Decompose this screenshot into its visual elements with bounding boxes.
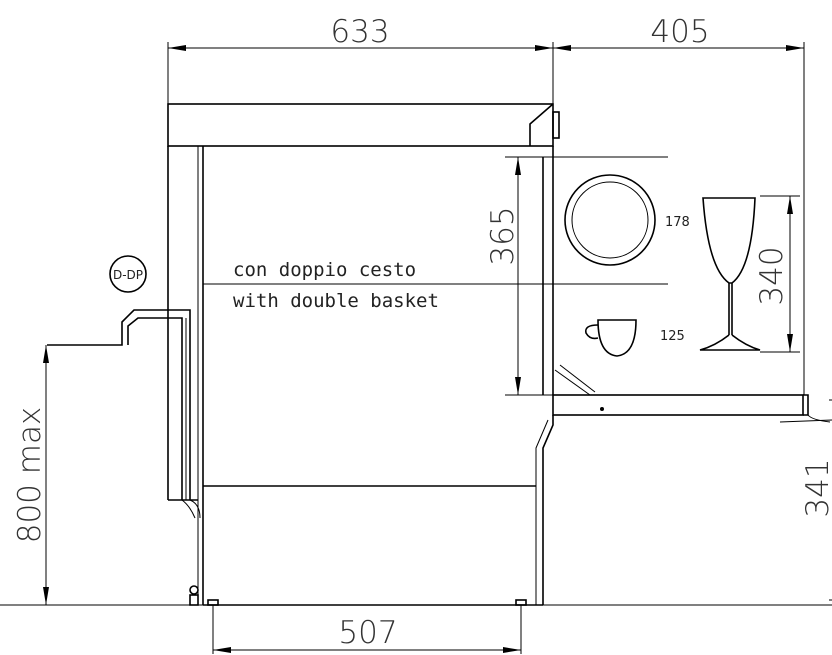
cup-size-label: 125 [660, 329, 685, 344]
dim-507-label: 507 [338, 615, 397, 651]
dimension-633: 633 [167, 14, 554, 104]
basket-divider: con doppio cesto with double basket [203, 259, 668, 312]
plate-icon: 178 [564, 174, 690, 266]
english-label: with double basket [233, 290, 439, 312]
cabinet-top [167, 103, 560, 147]
dimension-507: 507 [213, 615, 521, 653]
dimension-405: 405 [553, 14, 805, 395]
cabinet-body [167, 146, 832, 606]
tag-d-dp: D-DP [109, 255, 147, 293]
dim-340-label: 340 [754, 246, 790, 305]
plate-size-label: 178 [665, 215, 690, 230]
cup-icon: 125 [584, 319, 685, 357]
drain-pipe [47, 309, 201, 606]
dimension-341: 341 [800, 399, 832, 601]
dim-405-label: 405 [650, 14, 709, 50]
dimension-340: 340 [754, 195, 800, 353]
dimension-800-max: 800 max [12, 345, 49, 605]
dim-365-label: 365 [485, 206, 521, 265]
italian-label: con doppio cesto [233, 259, 416, 281]
dim-633-label: 633 [330, 14, 389, 50]
dim-800-label: 800 max [12, 407, 48, 544]
dimension-365: 365 [485, 156, 668, 396]
dim-341-label: 341 [800, 458, 832, 517]
tag-label: D-DP [113, 268, 143, 282]
wine-glass-icon [699, 197, 761, 351]
floor-and-feet [0, 599, 832, 654]
